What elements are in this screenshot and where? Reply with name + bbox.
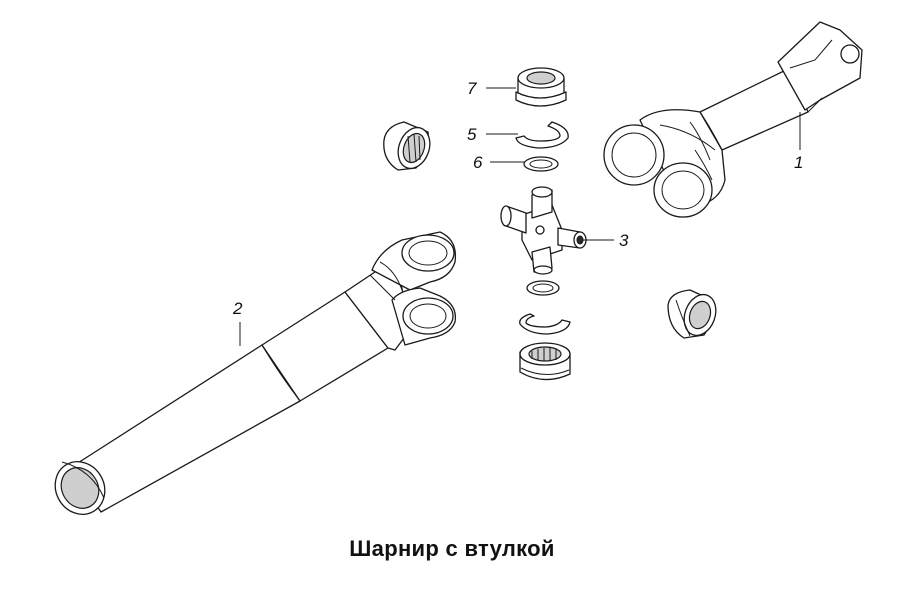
needle-bearing-left	[383, 121, 431, 171]
washer-lower	[526, 280, 560, 296]
part-7-bearing-cup	[515, 67, 567, 107]
bearing-cup-right	[667, 289, 717, 339]
callout-6: 6	[473, 153, 483, 172]
needle-bearing-lower	[519, 342, 571, 381]
callout-1: 1	[794, 153, 803, 172]
retaining-ring-lower	[519, 313, 571, 335]
diagram-title: Шарнир с втулкой	[349, 536, 555, 561]
part-3-cross-spider	[500, 186, 587, 275]
callout-3: 3	[619, 231, 629, 250]
part-6-washer-upper	[523, 156, 559, 172]
callout-2: 2	[232, 299, 243, 318]
callout-5: 5	[467, 125, 477, 144]
leader-lines	[239, 87, 801, 346]
part-1-shaft-with-yoke	[603, 21, 863, 218]
part-2-shaft-with-yoke	[54, 231, 457, 515]
callout-7: 7	[467, 79, 477, 98]
part-5-retaining-ring-upper	[515, 121, 569, 149]
